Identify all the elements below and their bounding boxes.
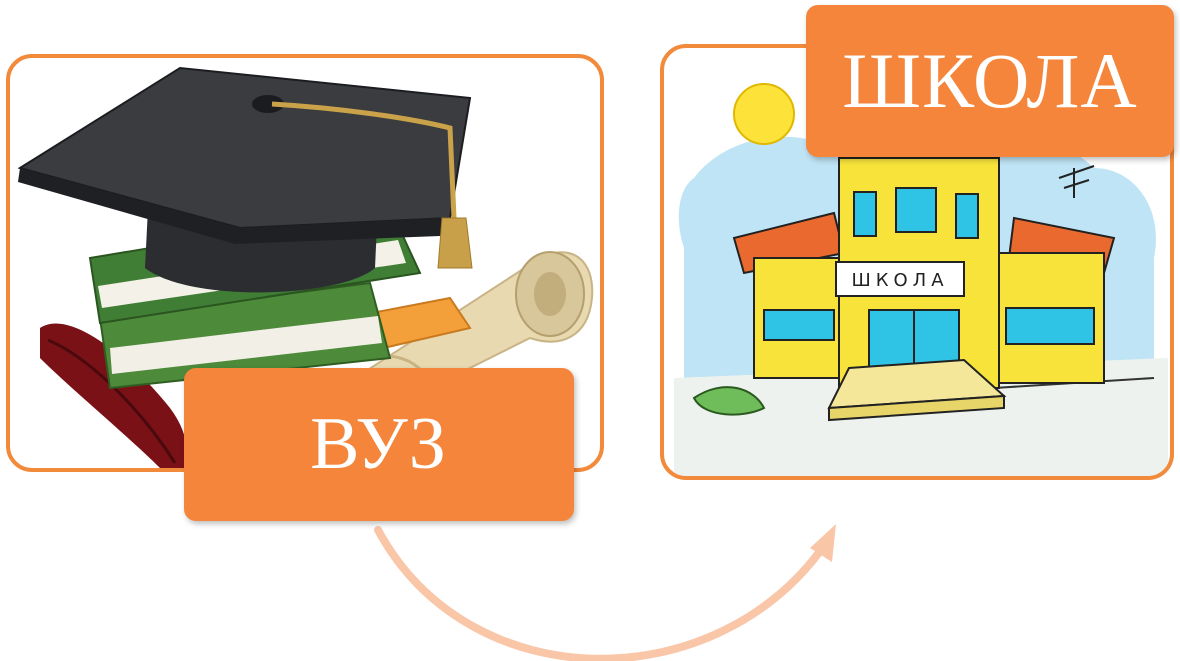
source-image-frame <box>6 54 604 472</box>
target-label: ШКОЛА <box>806 5 1174 157</box>
school-building-cartoon-illustration: ШКОЛА <box>674 83 1168 476</box>
graduation-cap-books-diploma-illustration <box>17 66 594 468</box>
building-sign-text: ШКОЛА <box>851 270 948 291</box>
source-label: ВУЗ <box>184 368 574 521</box>
